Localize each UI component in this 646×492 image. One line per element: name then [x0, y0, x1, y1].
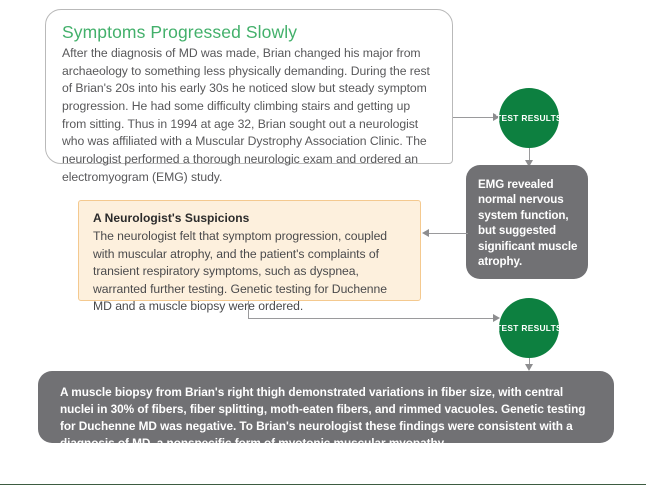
result-emg-text: EMG revealed normal nervous system funct… — [478, 178, 578, 269]
panel-suspicions-title: A Neurologist's Suspicions — [93, 211, 250, 225]
connector-panel2-down — [248, 301, 249, 318]
node-test-results-1: TEST RESULTS — [496, 88, 562, 148]
arrowhead-to-emg — [524, 160, 533, 167]
panel-symptoms-progressed: Symptoms Progressed Slowly After the dia… — [45, 9, 453, 184]
panel-suspicions-body: The neurologist felt that symptom progre… — [93, 229, 388, 314]
arrowhead-to-biopsy — [524, 364, 533, 371]
panel-neurologist-suspicions: A Neurologist's Suspicions The neurologi… — [78, 200, 421, 313]
node-test-results-label-1: TEST RESULTS — [496, 113, 562, 123]
node-test-results-label-2: TEST RESULTS — [496, 323, 562, 333]
connector-node2-to-biopsy — [529, 358, 530, 366]
result-emg-box: EMG revealed normal nervous system funct… — [466, 165, 588, 279]
connector-panel2-to-node2 — [248, 318, 494, 319]
arrowhead-to-panel2 — [422, 229, 429, 237]
node-test-results-2: TEST RESULTS — [496, 298, 562, 358]
footer-divider — [0, 484, 646, 485]
arrowhead-to-node2 — [493, 314, 500, 322]
panel-symptoms-body: After the diagnosis of MD was made, Bria… — [62, 46, 430, 184]
connector-panel1-to-node1 — [453, 117, 494, 118]
connector-node1-to-emg — [529, 148, 530, 166]
panel-symptoms-title: Symptoms Progressed Slowly — [62, 22, 298, 42]
connector-emg-to-panel2 — [428, 233, 468, 234]
arrowhead-to-node1 — [493, 113, 500, 121]
result-biopsy-box: A muscle biopsy from Brian's right thigh… — [38, 371, 614, 450]
result-biopsy-text: A muscle biopsy from Brian's right thigh… — [60, 385, 586, 450]
